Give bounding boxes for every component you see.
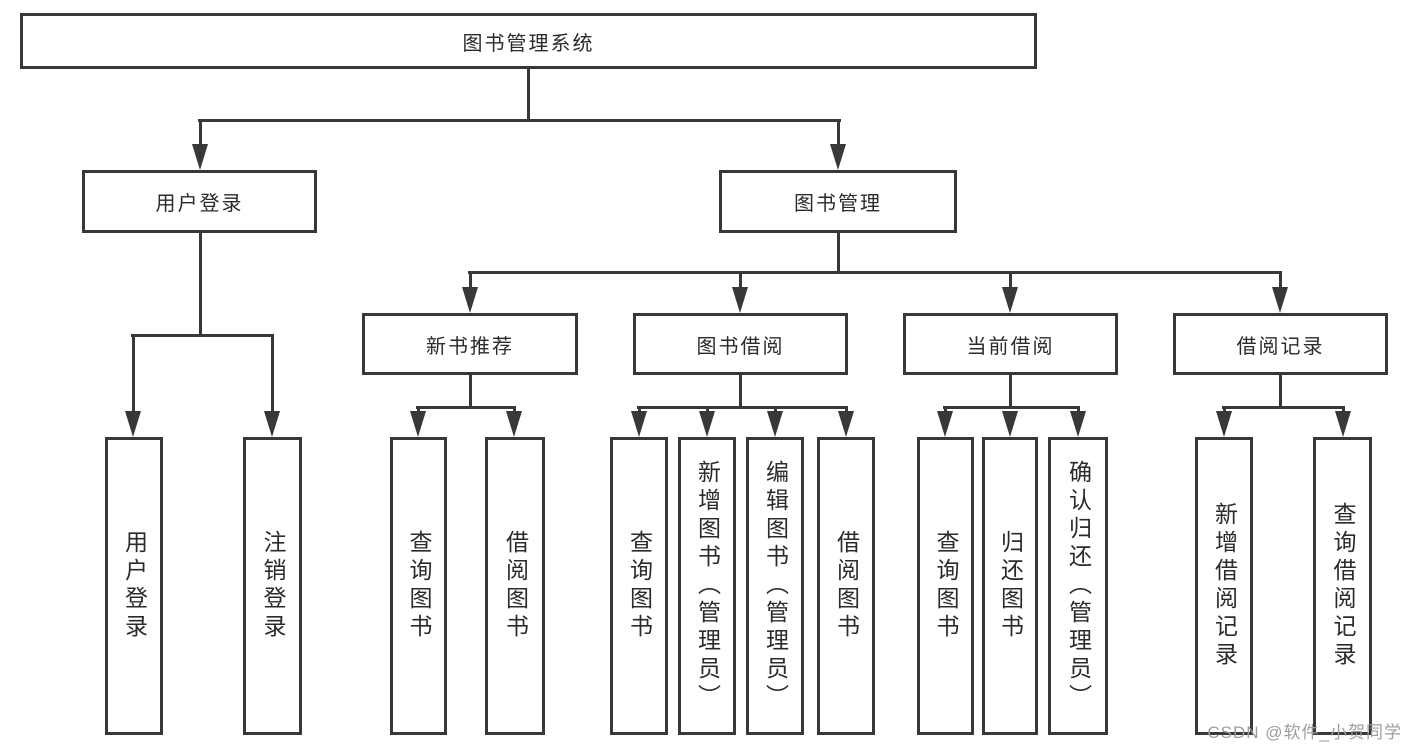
connector-line bbox=[131, 334, 273, 337]
connector-line bbox=[836, 233, 840, 274]
arrow-down-icon bbox=[830, 144, 846, 170]
arrow-down-icon bbox=[1216, 411, 1232, 437]
arrow-down-icon bbox=[1002, 287, 1018, 313]
connector-line bbox=[198, 119, 841, 122]
leaf-user-login: 用户登录 bbox=[105, 437, 163, 735]
arrow-down-icon bbox=[1070, 411, 1086, 437]
arrow-down-icon bbox=[462, 287, 478, 313]
connector-line bbox=[527, 69, 530, 122]
arrow-down-icon bbox=[937, 411, 953, 437]
connector-line bbox=[844, 406, 848, 413]
arrow-down-icon bbox=[767, 411, 783, 437]
arrow-down-icon bbox=[838, 411, 854, 437]
connector-line bbox=[773, 406, 777, 413]
arrow-down-icon bbox=[732, 287, 748, 313]
leaf-query-books-borrowing: 查询图书 bbox=[610, 437, 668, 735]
node-user-login: 用户登录 bbox=[82, 170, 317, 233]
connector-line bbox=[738, 271, 742, 289]
leaf-query-books-recommend: 查询图书 bbox=[390, 437, 447, 735]
leaf-query-books-current: 查询图书 bbox=[917, 437, 974, 735]
connector-line bbox=[637, 406, 847, 409]
connector-line bbox=[1076, 406, 1080, 413]
arrow-down-icon bbox=[699, 411, 715, 437]
connector-line bbox=[705, 406, 709, 413]
connector-line bbox=[738, 375, 742, 409]
arrow-down-icon bbox=[1002, 411, 1018, 437]
leaf-add-borrow-record: 新增借阅记录 bbox=[1195, 437, 1253, 735]
connector-line bbox=[416, 406, 515, 409]
arrow-down-icon bbox=[264, 411, 280, 437]
node-book-borrowing: 图书借阅 bbox=[633, 313, 848, 375]
arrow-down-icon bbox=[410, 411, 426, 437]
arrow-down-icon bbox=[125, 411, 141, 437]
connector-line bbox=[198, 233, 202, 337]
leaf-confirm-return-admin: 确认归还（管理员） bbox=[1048, 437, 1108, 735]
connector-line bbox=[468, 375, 472, 409]
leaf-borrow-books-recommend: 借阅图书 bbox=[485, 437, 545, 735]
arrow-down-icon bbox=[1335, 411, 1351, 437]
connector-line bbox=[1278, 271, 1282, 289]
leaf-add-books-admin: 新增图书（管理员） bbox=[678, 437, 736, 735]
connector-line bbox=[637, 406, 641, 413]
leaf-edit-books-admin: 编辑图书（管理员） bbox=[746, 437, 804, 735]
leaf-return-books: 归还图书 bbox=[982, 437, 1038, 735]
connector-line bbox=[468, 271, 1281, 274]
connector-line bbox=[512, 406, 516, 413]
connector-line bbox=[1222, 406, 1344, 409]
connector-line bbox=[416, 406, 420, 413]
node-book-management: 图书管理 bbox=[719, 170, 957, 233]
connector-line bbox=[836, 119, 840, 146]
connector-line bbox=[468, 271, 472, 289]
leaf-logout: 注销登录 bbox=[243, 437, 302, 735]
leaf-query-borrow-record: 查询借阅记录 bbox=[1313, 437, 1372, 735]
arrow-down-icon bbox=[192, 144, 208, 170]
node-library-management-system: 图书管理系统 bbox=[20, 13, 1037, 69]
arrow-down-icon bbox=[1272, 287, 1288, 313]
connector-line bbox=[1008, 375, 1012, 409]
node-new-book-recommendation: 新书推荐 bbox=[362, 313, 578, 375]
arrow-down-icon bbox=[506, 411, 522, 437]
connector-line bbox=[943, 406, 947, 413]
node-current-borrowing: 当前借阅 bbox=[903, 313, 1118, 375]
connector-line bbox=[1008, 271, 1012, 289]
connector-line bbox=[270, 334, 274, 413]
connector-line bbox=[198, 119, 202, 146]
arrow-down-icon bbox=[631, 411, 647, 437]
connector-line bbox=[1278, 375, 1282, 409]
connector-line bbox=[943, 406, 1079, 409]
watermark: CSDN @软件_小贺同学 bbox=[1207, 723, 1402, 742]
connector-line bbox=[1341, 406, 1345, 413]
connector-line bbox=[1222, 406, 1226, 413]
leaf-borrow-books-borrowing: 借阅图书 bbox=[817, 437, 875, 735]
node-borrowing-record: 借阅记录 bbox=[1173, 313, 1388, 375]
connector-line bbox=[131, 334, 135, 413]
